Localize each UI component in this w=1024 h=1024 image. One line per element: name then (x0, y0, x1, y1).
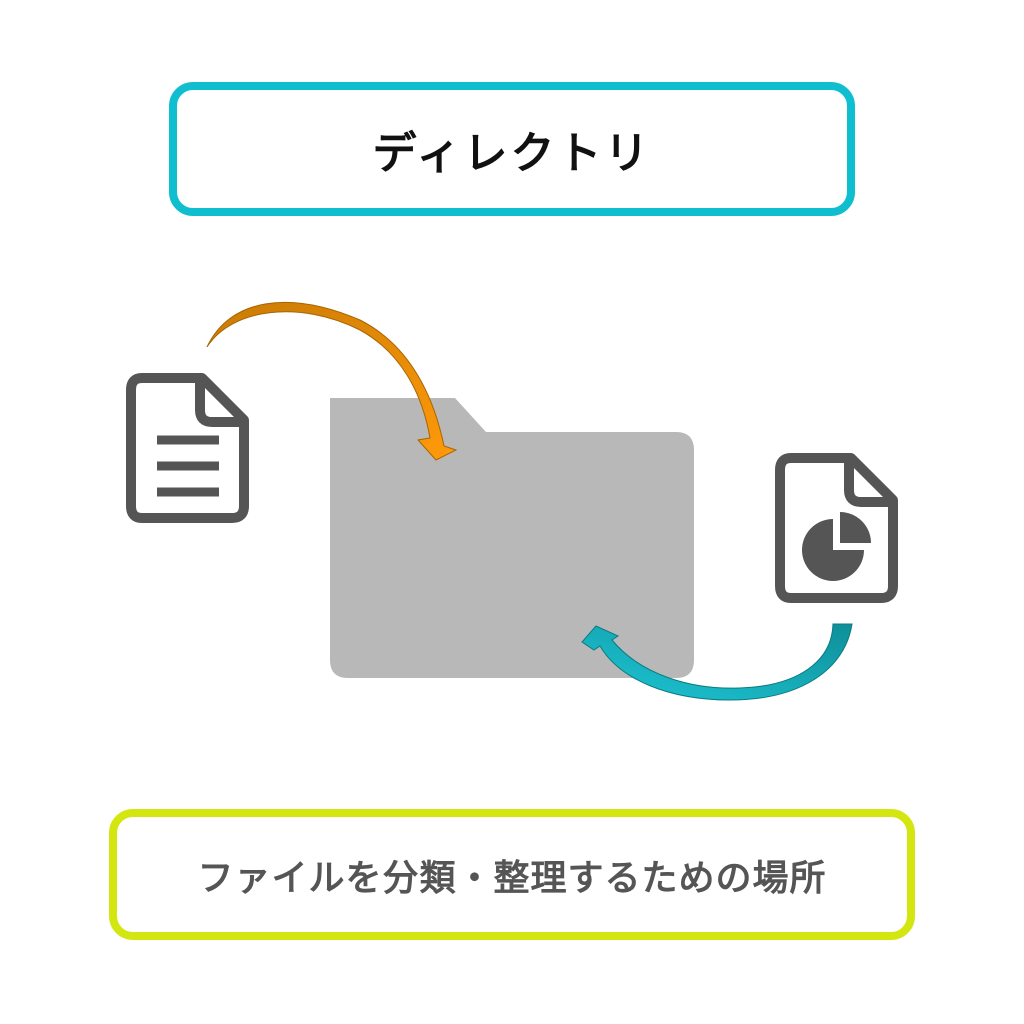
title-box: ディレクトリ (169, 82, 855, 216)
caption-box: ファイルを分類・整理するための場所 (109, 809, 915, 940)
teal-arrow (581, 623, 853, 701)
chart-document-icon (775, 453, 898, 603)
text-document-icon (126, 373, 249, 523)
orange-arrow (206, 302, 458, 461)
title-text: ディレクトリ (372, 128, 652, 179)
folder-icon (330, 398, 694, 678)
caption-text: ファイルを分類・整理するための場所 (197, 857, 827, 899)
